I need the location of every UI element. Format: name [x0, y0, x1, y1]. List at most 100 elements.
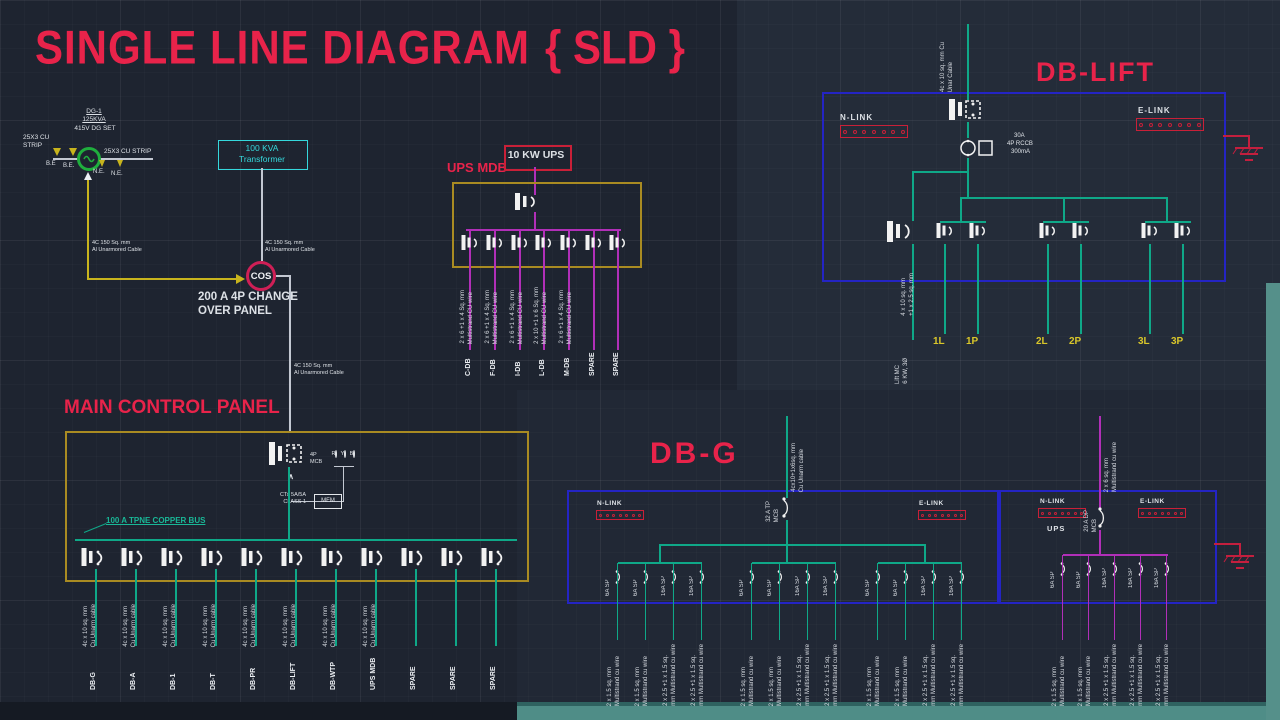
- terminal-dot-icon: [1041, 511, 1044, 515]
- circuit-wire: [1062, 555, 1064, 640]
- ups-main-breaker-icon: [515, 193, 535, 210]
- breaker-rating-label: 16A SP: [1102, 567, 1108, 588]
- terminal-dot-icon: [1080, 511, 1083, 515]
- cable-line1: 4 x 10 sq. mm: [901, 278, 907, 316]
- earth-arrow-icon: [117, 160, 123, 167]
- terminal-dot-icon: [1154, 511, 1157, 515]
- dbg-group-bus: [752, 562, 836, 564]
- meter-branch-line: [291, 501, 344, 502]
- upsdb-bus: [1063, 554, 1168, 556]
- cable-size-label: [443, 575, 444, 647]
- breaker-icon: [585, 235, 601, 250]
- feeder-tag: SPARE: [613, 352, 620, 376]
- cable-line2: mm Multistrand cu wire: [1137, 644, 1144, 706]
- terminal-dot-icon: [921, 513, 924, 517]
- final-circuit: 6A SP 2 x 1.5 sq. mm Multistrand cu wire: [605, 563, 631, 711]
- ne-label-1: N.E.: [93, 169, 105, 175]
- pair-bus: [940, 221, 986, 223]
- rccb-label-1: 30A: [1014, 133, 1025, 139]
- cu-strip-left-label-1: 25X3 CU: [23, 134, 50, 141]
- earth-ground-icon: [1223, 135, 1263, 161]
- cable-line1: 2 x 2.5 +1 x 1.5 sq.: [951, 655, 957, 706]
- feeder-wire: [495, 569, 497, 646]
- breaker-icon: [241, 548, 263, 566]
- changeover-panel-label-2: OVER PANEL: [198, 305, 272, 317]
- e-link-terminal-strip: [1138, 508, 1186, 518]
- breaker-icon: [511, 235, 527, 250]
- cable-line2: mm Multistrand cu wire: [930, 644, 937, 706]
- right-teal-band: [1266, 283, 1280, 720]
- cable-line2: Multistrand cu wire: [614, 655, 621, 706]
- feeder-wire: [593, 229, 595, 350]
- cable-line2: Cu Unarm cable: [170, 603, 177, 647]
- cable-size-label: 2 x 6 +1 x 4 Sq. mm Multistrand CU wire: [510, 266, 525, 344]
- breaker-icon: [609, 235, 625, 250]
- pair-bus: [1145, 221, 1191, 223]
- cable-line2: Cu Unarm cable: [370, 603, 377, 647]
- mcp-outgoing-feeder: SPARE: [401, 547, 431, 692]
- cable-line1: 4c x 10 sq. mm: [243, 606, 249, 647]
- generator-icon: [77, 147, 101, 171]
- cable-size-label: 2 x 1.5 sq. mm Multistrand cu wire: [741, 644, 756, 706]
- final-circuit: 6A SP 2 x 1.5 sq. mm Multistrand cu wire: [1050, 555, 1076, 706]
- cable-line1: 2 x 6 sq. mm: [1104, 457, 1110, 492]
- final-circuit: 16A SP 2 x 2.5 +1 x 1.5 sq. mm Multistra…: [921, 563, 947, 711]
- ups-incomer-wire: [534, 167, 536, 195]
- terminal-dot-icon: [1167, 122, 1172, 127]
- db-lift-box: [822, 92, 1226, 282]
- breaker-icon: [560, 235, 576, 250]
- cable-line1: 2 x 2.5 +1 x 1.5 sq.: [825, 655, 831, 706]
- cable-line2: Cu Unarm cable: [290, 603, 297, 647]
- main-breaker-label-1: 4P: [310, 452, 317, 458]
- transformer-label-2: Transformer: [239, 154, 285, 164]
- lift-feeder-breaker-icon: [887, 221, 910, 242]
- upsdb-mcb-icon: [1098, 507, 1105, 528]
- terminal-dot-icon: [843, 129, 847, 134]
- terminal-dot-icon: [940, 513, 944, 517]
- lift-db-circuit: 2P: [1069, 222, 1090, 352]
- breaker-icon: [161, 548, 183, 566]
- dg-feeder-wire-v: [87, 180, 89, 279]
- ups-mdb-feeder: 2 x 6 +1 x 4 Sq. mm Multistrand CU wire …: [510, 229, 530, 379]
- cable-size-label: 4c x 10 sq. mm Cu Unarm cable: [363, 575, 378, 647]
- cable-line1: 2 x 2.5 +1 x 1.5 sq.: [1156, 655, 1162, 706]
- cable-line1: 4c x 10 sq. mm: [163, 606, 169, 647]
- feeder-tag: DB-WTP: [330, 662, 337, 690]
- cable-size-label: 2 x 6 +1 x 4 Sq. mm Multistrand CU wire: [460, 266, 475, 344]
- cable-line2: Cu Unarm cable: [90, 603, 97, 647]
- breaker-rating-label: 16A SP: [661, 575, 667, 596]
- circuit-wire: [645, 563, 647, 640]
- cable-line1: 4c x 10 sq. mm: [363, 606, 369, 647]
- cable-line2: Multistrand cu wire: [1085, 655, 1092, 706]
- mcp-title: MAIN CONTROL PANEL: [64, 397, 280, 418]
- cable-line1: 2 x 6 +1 x 4 Sq. mm: [510, 290, 516, 344]
- feeder-wire: [519, 229, 521, 350]
- cable-size-label: 2 x 1.5 sq. mm Multistrand cu wire: [769, 644, 784, 706]
- terminal-dot-icon: [1158, 122, 1163, 127]
- page-title: SINGLE LINE DIAGRAM: [35, 21, 531, 74]
- terminal-dot-icon: [1167, 511, 1170, 515]
- mcp-outgoing-feeder: 4c x 10 sq. mm Cu Unarm cable DB-A: [121, 547, 151, 692]
- bottom-dark-strip: [0, 702, 517, 720]
- breaker-icon: [281, 548, 303, 566]
- tx-cable-label-1: 4C 150 Sq. mm: [265, 240, 304, 246]
- terminal-dot-icon: [1196, 122, 1201, 127]
- breaker-icon: [321, 548, 343, 566]
- ups-source-box: [504, 145, 572, 171]
- feeder-tag: UPS MDB: [370, 657, 377, 690]
- ne-label-2: N.E.: [111, 171, 123, 177]
- wire-arrowhead-up-icon: [84, 172, 92, 180]
- breaker-icon: [81, 548, 103, 566]
- cable-line1: 2 x 6 +1 x 4 Sq. mm: [460, 290, 466, 344]
- cable-size-label: 2 x 2.5 +1 x 1.5 sq. mm Multistrand cu w…: [1156, 644, 1171, 706]
- cable-size-label: 4c x 10 sq. mm Cu Unarm cable: [323, 575, 338, 647]
- cable-line1: 4cx10+1x6sq. mm: [791, 443, 797, 492]
- circuit-wire: [617, 563, 619, 640]
- breaker-rating-label: 16A SP: [949, 575, 955, 596]
- terminal-dot-icon: [618, 513, 622, 517]
- circuit-wire: [1047, 244, 1049, 334]
- circuit-wire: [673, 563, 675, 640]
- cu-strip-left-label-2: STRIP: [23, 142, 43, 149]
- feeder-tag: DB-PR: [250, 667, 257, 690]
- terminal-dot-icon: [953, 513, 957, 517]
